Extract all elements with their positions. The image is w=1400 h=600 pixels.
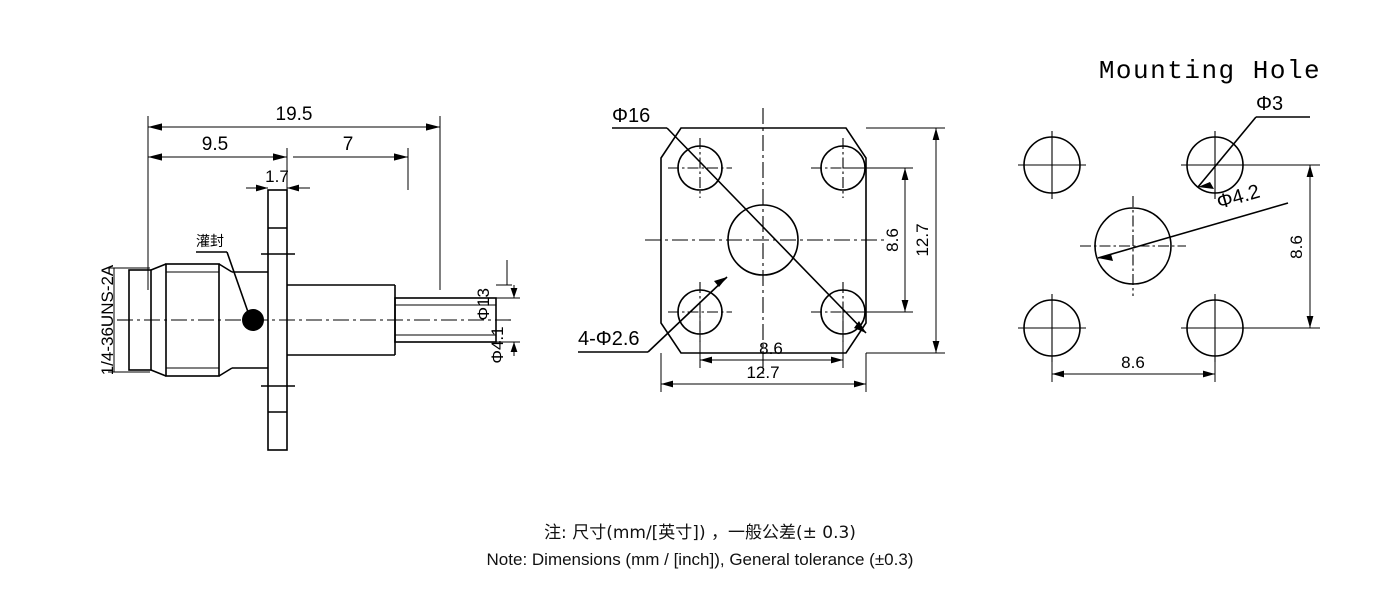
mounting-hole-view: Mounting Hole Φ3 Φ4.2 8.6 [1018,56,1321,382]
dim-mount-pitch-horizontal: 8.6 [1121,353,1145,372]
dim-flange-hole-pitch-vertical: 8.6 [883,228,902,252]
flange-center-hole [727,204,799,276]
dim-flange-thickness: 1.7 [265,167,289,186]
dim-overall-length: 19.5 [276,104,313,125]
dim-flange-height: 12.7 [913,223,932,256]
dim-pin-diameter: Φ4.1 [488,326,507,363]
label-potting: 灌封 [196,234,224,250]
callout-flange-mounting-holes: 4-Φ2.6 [578,328,640,350]
side-view: 19.5 9.5 7 1.7 1/4-36UNS-2A [98,104,520,451]
callout-mount-center-hole: Φ4.2 [1214,181,1262,214]
note-chinese: 注: 尺寸(mm/[英寸]) ，一般公差(± 0.3) [544,523,856,543]
drawing-note: 注: 尺寸(mm/[英寸]) ，一般公差(± 0.3) Note: Dimens… [0,521,1400,572]
dim-flange-hole-pitch-horizontal: 8.6 [759,339,783,358]
flange-front-view: Φ16 4-Φ2.6 8.6 12.7 8.6 12.7 [578,105,945,392]
callout-mount-screw-hole: Φ3 [1256,93,1283,115]
mounting-hole-title: Mounting Hole [1099,56,1321,86]
label-thread-spec: 1/4-36UNS-2A [98,264,117,375]
dim-body-diameter: Φ13 [474,288,493,320]
dim-flange-to-pin-end: 7 [343,134,354,155]
callout-flange-outer-diameter: Φ16 [612,105,650,127]
dim-thread-to-flange: 9.5 [202,134,228,155]
dim-flange-width: 12.7 [746,363,779,382]
dim-mount-pitch-vertical: 8.6 [1287,235,1306,259]
note-english: Note: Dimensions (mm / [inch]), General … [486,549,914,569]
